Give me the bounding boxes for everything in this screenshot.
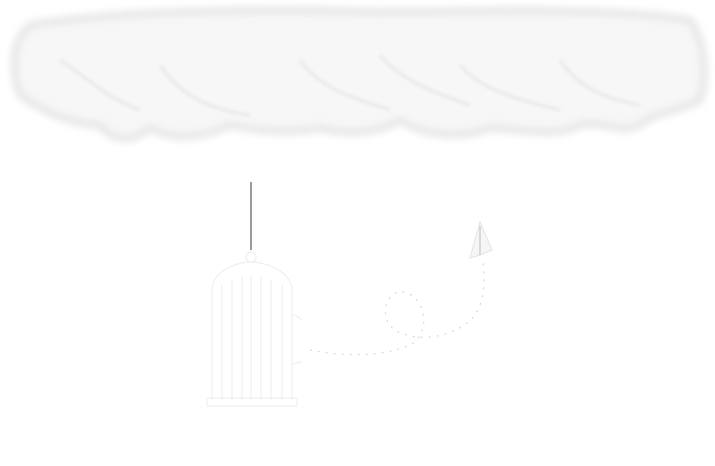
birdcage-icon <box>206 182 303 407</box>
dotted-flight-path <box>309 261 485 356</box>
paper-plane-icon <box>469 220 493 259</box>
cloud-icon <box>11 7 708 142</box>
